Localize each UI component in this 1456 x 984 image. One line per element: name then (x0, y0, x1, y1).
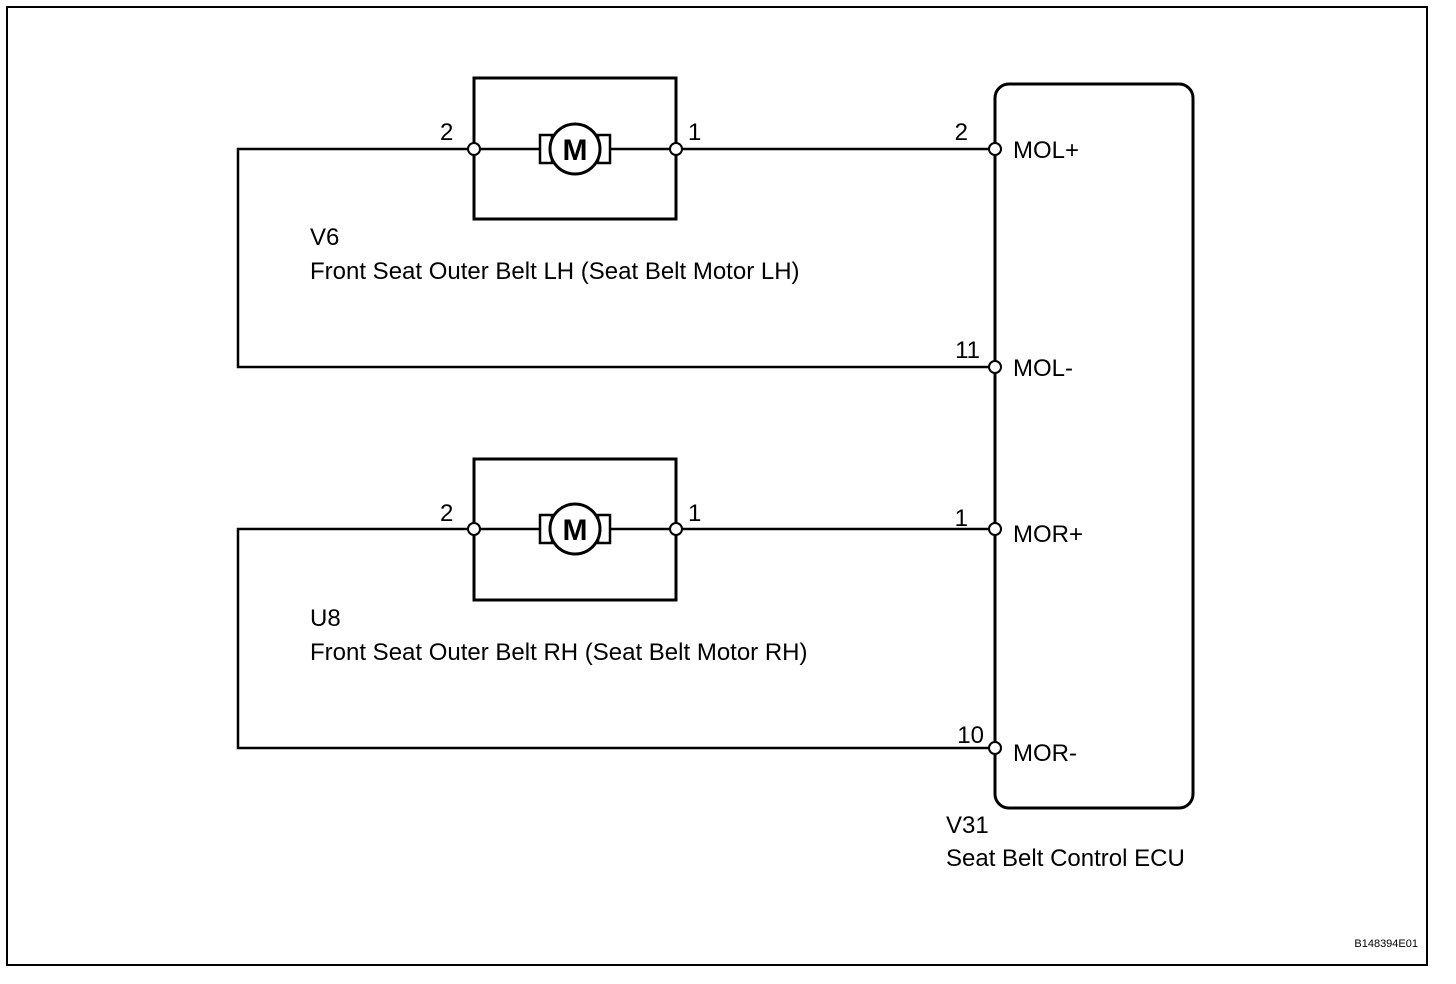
ecu-pin-signal-mol-plus: MOL+ (1013, 137, 1079, 164)
motor-rh-symbol: M (563, 514, 588, 547)
ecu-pin-number-mol-minus: 11 (955, 337, 980, 364)
motor-lh-symbol: M (563, 134, 588, 167)
motor-rh-terminal-1 (669, 522, 683, 536)
motor-rh-terminal-2 (467, 522, 481, 536)
motor-rh-name: Front Seat Outer Belt RH (Seat Belt Moto… (310, 639, 808, 666)
motor-lh-terminal-2 (467, 142, 481, 156)
ecu-pin-number-mor-minus: 10 (957, 722, 984, 749)
ecu-pin-number-mor-plus: 1 (955, 505, 968, 532)
ecu-code: V31 (946, 812, 989, 839)
ecu-pin-signal-mol-minus: MOL- (1013, 355, 1073, 382)
ecu-pin-signal-mor-plus: MOR+ (1013, 521, 1083, 548)
motor-rh-pin-2-label: 2 (440, 500, 453, 527)
ecu-group: 2 MOL+ 11 MOL- 1 MOR+ 10 MOR- V31 Seat B… (946, 82, 1195, 872)
ecu-name: Seat Belt Control ECU (946, 845, 1185, 872)
motor-lh-name: Front Seat Outer Belt LH (Seat Belt Moto… (310, 258, 800, 285)
motor-lh-code: V6 (310, 224, 339, 251)
ecu-pin-signal-mor-minus: MOR- (1013, 740, 1077, 767)
ecu-terminal-mol-plus (988, 142, 1002, 156)
motor-rh-group: M 2 1 U8 Front Seat Outer Belt RH (Seat … (310, 457, 808, 666)
ecu-terminal-mol-minus (988, 360, 1002, 374)
motor-rh-code: U8 (310, 605, 341, 632)
figure-reference: B148394E01 (1354, 938, 1418, 950)
motor-lh-pin-1-label: 1 (688, 119, 701, 146)
motor-lh-group: M 2 1 V6 Front Seat Outer Belt LH (Seat … (310, 76, 800, 285)
ecu-terminal-mor-minus (988, 741, 1002, 755)
wire-lh-motor-pin2-to-ecu-mol-minus (236, 147, 989, 369)
wire-rh-motor-pin2-to-ecu-mor-minus (236, 527, 989, 750)
ecu-pin-number-mol-plus: 2 (955, 119, 968, 146)
ecu-box (993, 82, 1195, 810)
motor-lh-pin-2-label: 2 (440, 119, 453, 146)
motor-rh-pin-1-label: 1 (688, 500, 701, 527)
motor-lh-terminal-1 (669, 142, 683, 156)
ecu-terminal-mor-plus (988, 522, 1002, 536)
motor-lh-icon (548, 122, 602, 176)
diagram-frame (6, 6, 1428, 966)
motor-rh-icon (548, 502, 602, 556)
